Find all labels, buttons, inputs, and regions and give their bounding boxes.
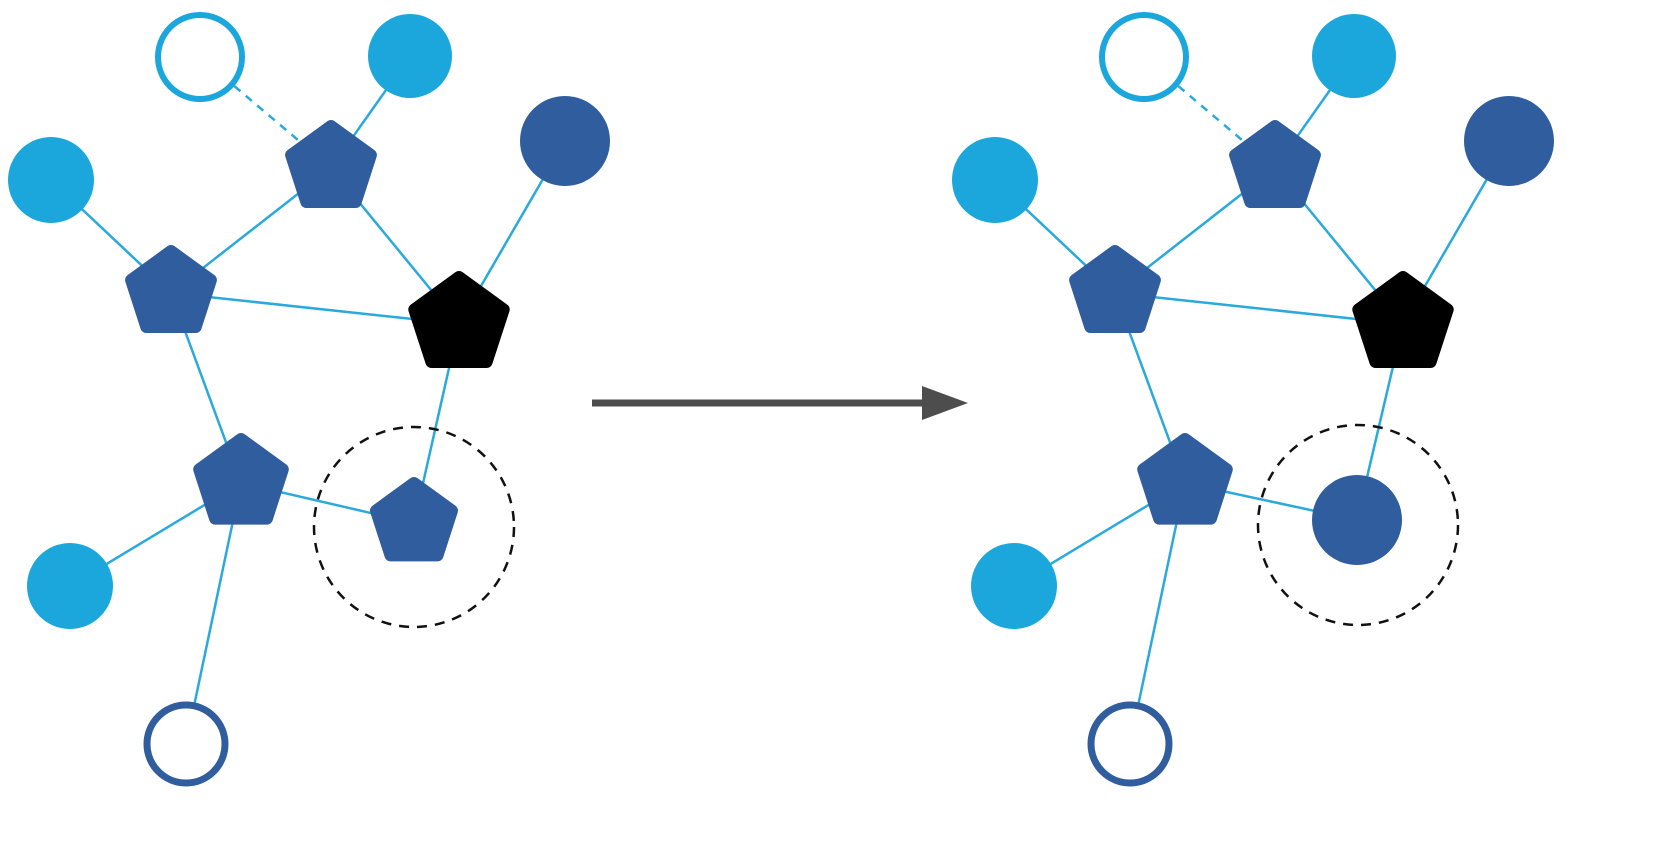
node-cyan-circle-top <box>368 14 452 98</box>
graph-after <box>952 12 1554 787</box>
transition-arrow-head <box>922 386 968 420</box>
node-hollow-blue-circle <box>143 701 229 787</box>
node-hollow-cyan-circle <box>1099 12 1189 102</box>
node-highlighted-node <box>370 477 458 562</box>
node-pentagon-top <box>1229 120 1321 208</box>
highlight-dashed-circle <box>1256 423 1460 627</box>
node-pentagon-black <box>1352 271 1454 368</box>
edge-pentagon-mid-left-to-pentagon-black <box>1114 291 1404 326</box>
node-cyan-circle-top <box>1312 14 1396 98</box>
node-cyan-circle-left <box>952 137 1038 223</box>
node-hollow-cyan-circle <box>155 12 245 102</box>
node-blue-circle-right <box>1464 96 1554 186</box>
edge-pentagon-mid-left-to-pentagon-black <box>170 291 460 326</box>
highlight-dashed-circle <box>312 425 516 629</box>
node-cyan-circle-left <box>8 137 94 223</box>
node-pentagon-mid-left <box>1069 245 1161 333</box>
edge-pentagon-bottom-to-hollow-blue-circle <box>184 482 243 745</box>
graph-before <box>8 12 610 787</box>
node-pentagon-mid-left <box>125 245 217 333</box>
edge-pentagon-bottom-to-hollow-blue-circle <box>1128 482 1187 745</box>
node-cyan-circle-bottom <box>27 543 113 629</box>
node-cyan-circle-bottom <box>971 543 1057 629</box>
node-blue-circle-right <box>520 96 610 186</box>
node-highlighted-node <box>1312 475 1402 565</box>
node-pentagon-bottom <box>193 433 289 525</box>
node-hollow-blue-circle <box>1087 701 1173 787</box>
node-pentagon-top <box>285 120 377 208</box>
node-pentagon-bottom <box>1137 433 1233 525</box>
node-pentagon-black <box>408 271 510 368</box>
